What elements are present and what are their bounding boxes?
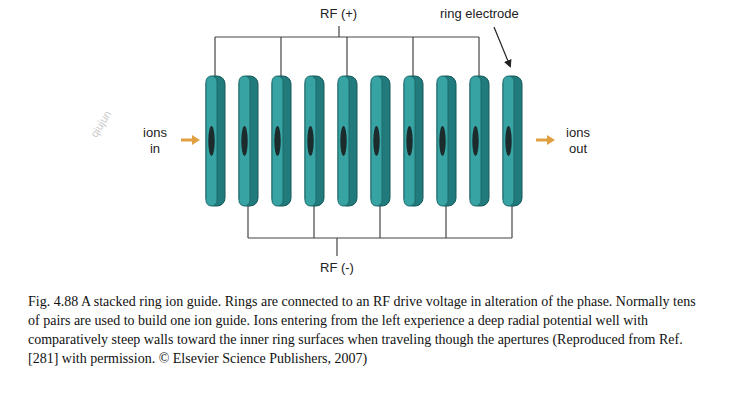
rf-wiring <box>215 26 512 256</box>
ring-aperture <box>505 126 511 156</box>
ring-face <box>239 76 250 206</box>
wire <box>338 26 339 37</box>
rf-label: RF (+) <box>320 6 357 22</box>
ring-aperture <box>340 126 346 156</box>
rf-label: RF (-) <box>320 260 354 276</box>
leader-arrow <box>494 27 510 66</box>
watermark: qiujun <box>86 107 115 140</box>
ring-face <box>470 76 481 206</box>
ring-face <box>305 76 316 206</box>
wire <box>346 37 347 76</box>
wire <box>511 206 512 238</box>
wire <box>247 206 248 238</box>
ring-face <box>272 76 283 206</box>
ion-arrows <box>181 135 555 145</box>
ring-edge <box>371 76 390 206</box>
wire <box>313 206 314 238</box>
ring-edge <box>206 76 225 206</box>
ring-aperture <box>274 126 280 156</box>
wire <box>379 206 380 238</box>
ring-face <box>437 76 448 206</box>
wire <box>336 238 337 256</box>
rf-minus-bus <box>248 237 512 238</box>
ring-edge <box>272 76 291 206</box>
ring-aperture <box>439 126 445 156</box>
ring-edge <box>404 76 423 206</box>
ring-electrodes <box>206 76 522 206</box>
ring-aperture <box>406 126 412 156</box>
ring-aperture <box>208 126 214 156</box>
wire <box>445 206 446 238</box>
wire <box>280 37 281 76</box>
wire <box>478 37 479 76</box>
ring-edge <box>503 76 522 206</box>
ring-edge <box>338 76 357 206</box>
ring-edge <box>305 76 324 206</box>
ring-aperture <box>241 126 247 156</box>
flow-label: ions in <box>137 125 173 157</box>
ring-face <box>338 76 349 206</box>
wire <box>214 37 215 76</box>
ring-edge <box>470 76 489 206</box>
figure-caption: Fig. 4.88 A stacked ring ion guide. Ring… <box>28 292 706 368</box>
ring-aperture <box>472 126 478 156</box>
ring-aperture <box>373 126 379 156</box>
ring-aperture <box>307 126 313 156</box>
ring-edge <box>239 76 258 206</box>
wire <box>412 37 413 76</box>
ring-edge <box>437 76 456 206</box>
part-label: ring electrode <box>440 6 519 22</box>
flow-label: ions out <box>558 125 598 157</box>
ring-face <box>206 76 217 206</box>
ring-face <box>404 76 415 206</box>
ring-face <box>503 76 514 206</box>
rf-plus-bus <box>215 36 479 37</box>
ring-face <box>371 76 382 206</box>
